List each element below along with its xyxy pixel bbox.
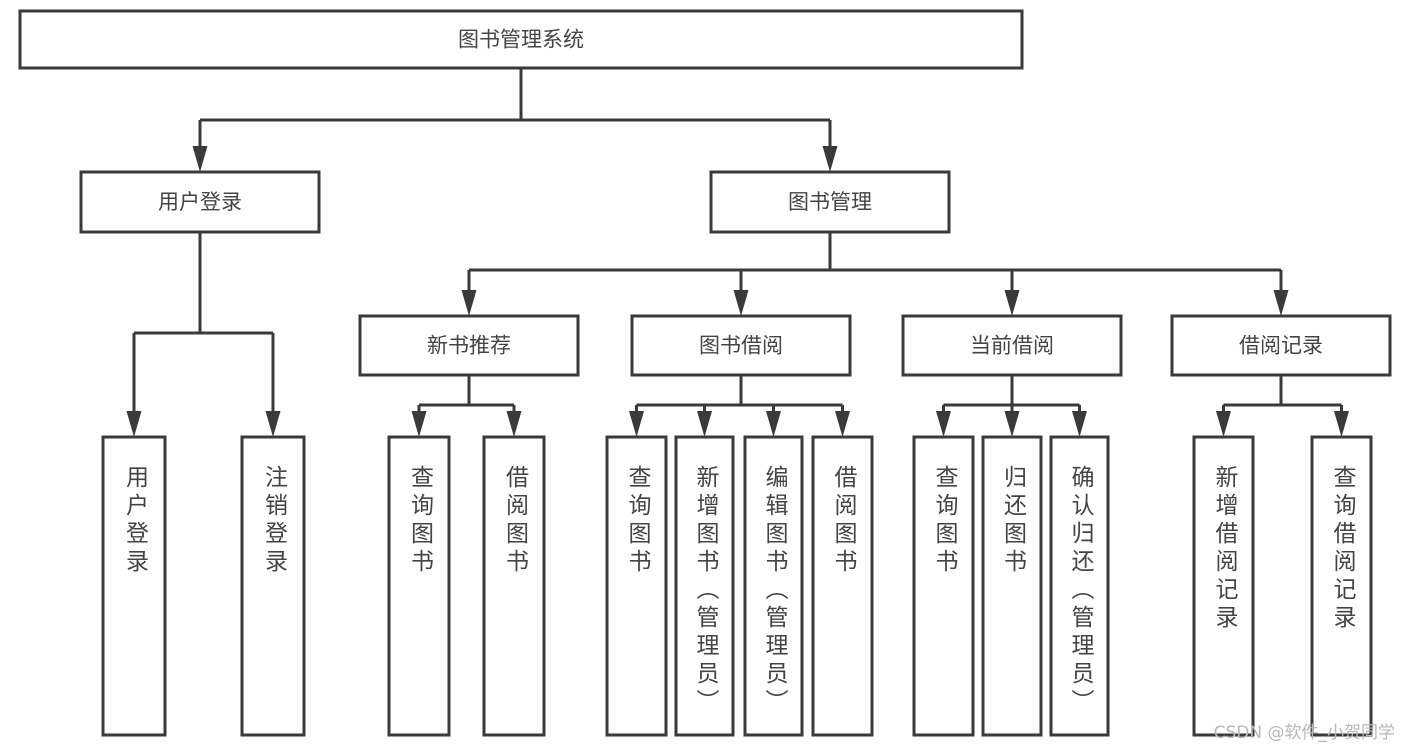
node-f5[interactable]: 查询图书 — [605, 435, 668, 737]
node-f3[interactable]: 查询图书 — [387, 435, 451, 737]
node-box — [743, 435, 804, 737]
node-box — [709, 170, 951, 234]
node-box — [1170, 314, 1392, 377]
arrow-head-icon — [697, 411, 712, 437]
node-box — [358, 314, 580, 377]
node-label: 用户登录 — [122, 465, 150, 577]
arrow-head-icon — [126, 411, 142, 437]
node-l2a[interactable]: 新书推荐 — [358, 314, 580, 377]
node-l2c[interactable]: 当前借阅 — [901, 314, 1123, 377]
node-f2[interactable]: 注销登录 — [240, 435, 306, 737]
node-label: 查询借阅记录 — [1329, 465, 1357, 633]
connector-group-l2c — [936, 375, 1087, 437]
node-box — [811, 435, 874, 737]
node-f7[interactable]: 编辑图书（管理员） — [743, 435, 804, 737]
node-f6[interactable]: 新增图书（管理员） — [674, 435, 735, 737]
node-box — [1192, 435, 1255, 737]
node-f1[interactable]: 用户登录 — [101, 435, 167, 737]
node-label: 图书借阅 — [699, 334, 783, 358]
node-label: 查询图书 — [624, 465, 652, 577]
node-label: 图书管理 — [788, 190, 872, 214]
node-box — [18, 9, 1024, 70]
arrow-head-icon — [936, 411, 951, 437]
node-box — [630, 314, 852, 377]
connector-group-l2a — [411, 375, 522, 437]
node-label: 新增借阅记录 — [1211, 465, 1239, 633]
arrow-head-icon — [1273, 290, 1289, 316]
watermark-text: CSDN @软件_小贺同学 — [1213, 723, 1395, 743]
arrow-head-icon — [411, 411, 427, 437]
connector-layer — [126, 68, 1349, 437]
node-box — [674, 435, 735, 737]
node-label: 当前借阅 — [970, 334, 1054, 358]
node-f10[interactable]: 归还图书 — [981, 435, 1043, 737]
connector-group-root — [192, 68, 838, 172]
node-box — [482, 435, 546, 737]
connector-group-l1a — [126, 232, 281, 437]
node-label: 图书管理系统 — [458, 28, 584, 52]
node-box — [1049, 435, 1110, 737]
node-l1a[interactable]: 用户登录 — [79, 170, 321, 234]
arrow-head-icon — [1216, 411, 1231, 437]
node-root[interactable]: 图书管理系统 — [18, 9, 1024, 70]
node-f12[interactable]: 新增借阅记录 — [1192, 435, 1255, 737]
arrow-head-icon — [629, 411, 644, 437]
node-l2d[interactable]: 借阅记录 — [1170, 314, 1392, 377]
node-label: 归还图书 — [1000, 465, 1028, 577]
arrow-head-icon — [835, 411, 850, 437]
node-label: 编辑图书（管理员） — [761, 465, 789, 717]
arrow-head-icon — [1004, 290, 1020, 316]
node-box — [79, 170, 321, 234]
arrow-head-icon — [192, 146, 208, 172]
arrow-head-icon — [733, 290, 749, 316]
node-f11[interactable]: 确认归还（管理员） — [1049, 435, 1110, 737]
node-label: 借阅图书 — [502, 465, 530, 577]
node-box — [912, 435, 975, 737]
node-label: 注销登录 — [261, 465, 289, 577]
node-l2b[interactable]: 图书借阅 — [630, 314, 852, 377]
arrow-head-icon — [1334, 411, 1349, 437]
node-box — [101, 435, 167, 737]
node-label: 借阅记录 — [1239, 334, 1323, 358]
node-box — [901, 314, 1123, 377]
node-label: 新增图书（管理员） — [692, 465, 720, 717]
node-f4[interactable]: 借阅图书 — [482, 435, 546, 737]
node-f8[interactable]: 借阅图书 — [811, 435, 874, 737]
node-label: 新书推荐 — [427, 334, 511, 358]
node-f9[interactable]: 查询图书 — [912, 435, 975, 737]
arrow-head-icon — [461, 290, 477, 316]
node-box — [240, 435, 306, 737]
node-f13[interactable]: 查询借阅记录 — [1310, 435, 1373, 737]
arrow-head-icon — [265, 411, 281, 437]
node-label: 查询图书 — [407, 465, 435, 577]
connector-group-l2d — [1216, 375, 1349, 437]
connector-group-l1b — [461, 232, 1289, 316]
node-label: 确认归还（管理员） — [1067, 465, 1095, 717]
node-box — [981, 435, 1043, 737]
node-label: 借阅图书 — [830, 465, 858, 577]
node-layer: 图书管理系统用户登录图书管理新书推荐图书借阅当前借阅借阅记录用户登录注销登录查询… — [18, 9, 1392, 737]
arrow-head-icon — [1004, 411, 1020, 437]
node-box — [605, 435, 668, 737]
arrow-head-icon — [766, 411, 781, 437]
node-box — [387, 435, 451, 737]
node-box — [1310, 435, 1373, 737]
arrow-head-icon — [1072, 411, 1087, 437]
connector-group-l2b — [629, 375, 850, 437]
arrow-head-icon — [506, 411, 522, 437]
arrow-head-icon — [822, 146, 838, 172]
node-label: 查询图书 — [931, 465, 959, 577]
node-l1b[interactable]: 图书管理 — [709, 170, 951, 234]
node-label: 用户登录 — [158, 190, 242, 214]
